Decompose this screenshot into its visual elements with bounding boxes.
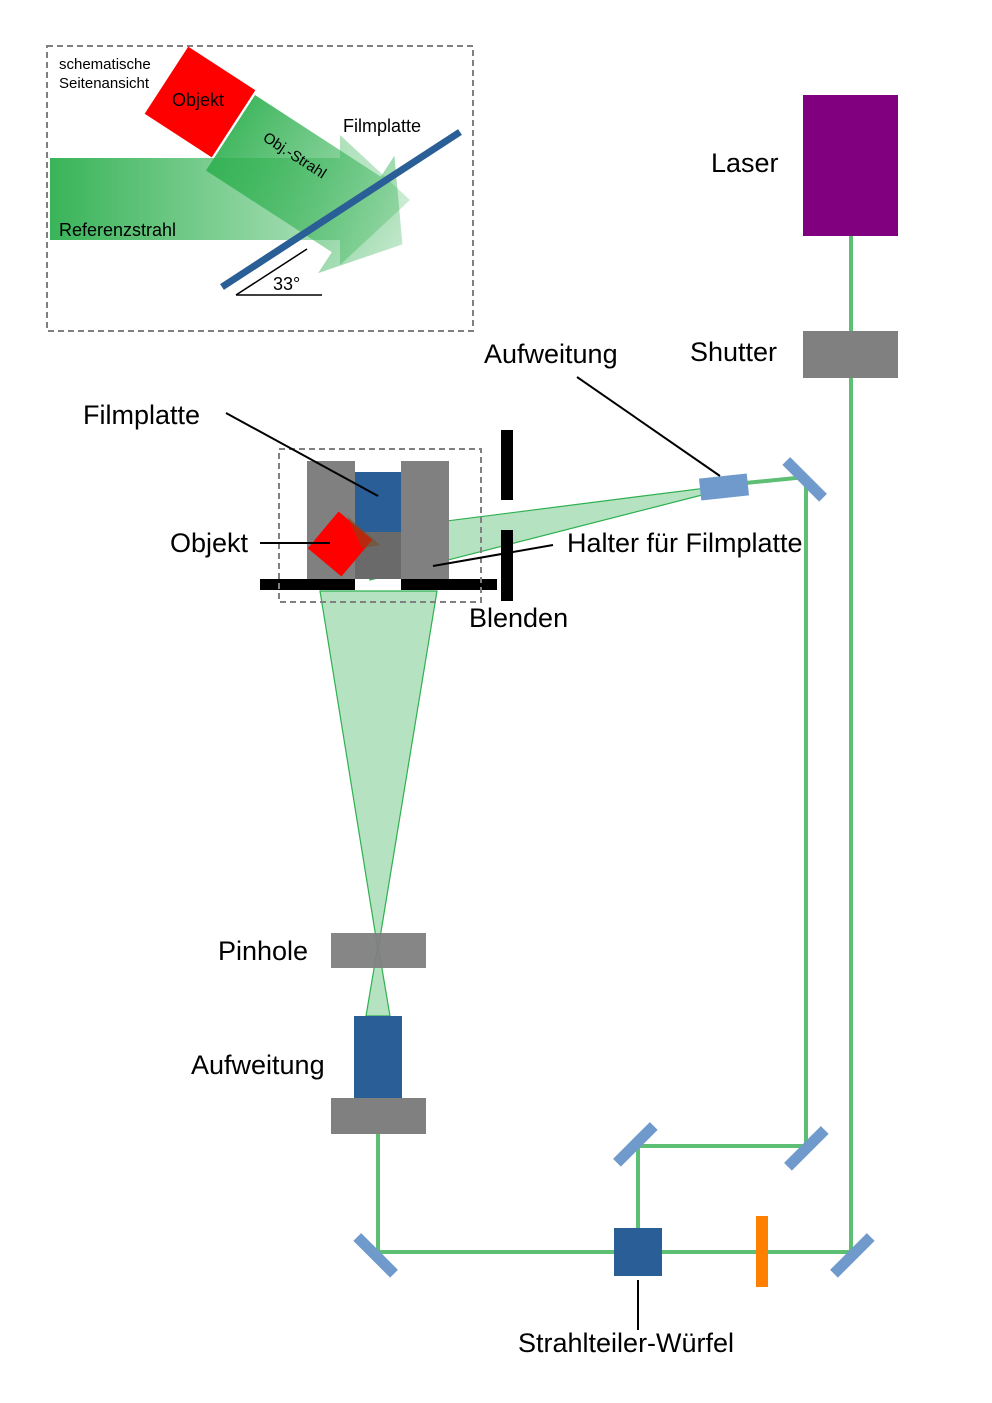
label-film-plate: Filmplatte — [83, 400, 200, 430]
film-plate — [355, 472, 401, 532]
beam-splitter-cube — [614, 1228, 662, 1276]
base-plate-right — [401, 579, 497, 590]
inset-film-label: Filmplatte — [343, 116, 421, 136]
pinhole-box — [331, 933, 426, 968]
inset-side-view: schematische Seitenansicht Objekt Obj.-S… — [46, 45, 474, 332]
holder-dashed-frame — [278, 448, 482, 603]
mirror-top-right — [782, 457, 827, 502]
laser-box — [803, 95, 898, 236]
object-beam-arrow — [205, 95, 403, 274]
inset-caption-1: schematische — [59, 56, 151, 73]
mirror-splitter-top — [613, 1122, 658, 1167]
label-beam-splitter: Strahlteiler-Würfel — [518, 1328, 734, 1358]
label-expansion-top: Aufweitung — [484, 339, 618, 369]
aperture-upper — [501, 430, 513, 500]
object-beam-cone — [319, 590, 438, 951]
base-plate-left — [260, 579, 355, 590]
expansion-lens-top — [698, 473, 750, 501]
inset-film-plate — [220, 129, 462, 290]
inset-object-label: Objekt — [172, 90, 224, 110]
mirror-bottom-right — [830, 1233, 875, 1278]
leader-expansion-top — [576, 376, 721, 477]
beam-paths — [376, 236, 853, 1254]
mirror-bottom-left — [353, 1233, 398, 1278]
object-illumination-overlap — [347, 516, 380, 548]
label-laser: Laser — [711, 148, 779, 178]
inset-object — [144, 46, 256, 158]
leader-film-plate — [225, 412, 379, 497]
label-pinhole: Pinhole — [218, 936, 308, 966]
leader-lines — [225, 376, 721, 567]
label-apertures: Blenden — [469, 603, 568, 633]
leader-holder — [432, 544, 554, 567]
expansion-mount — [331, 1098, 426, 1134]
aperture-lower — [501, 530, 513, 601]
inset-reference-label: Referenzstrahl — [59, 220, 176, 240]
inset-caption-2: Seitenansicht — [59, 75, 150, 92]
waveplate — [756, 1216, 768, 1287]
mirror-right-inner — [784, 1126, 829, 1171]
label-shutter: Shutter — [690, 337, 777, 367]
label-expansion-bottom: Aufweitung — [191, 1050, 325, 1080]
plate-holder-assembly — [260, 448, 497, 603]
label-object: Objekt — [170, 528, 249, 558]
inset-frame — [46, 45, 474, 332]
shutter-box — [803, 331, 898, 378]
angle-line — [235, 248, 308, 296]
inset-angle-label: 33° — [273, 274, 300, 294]
holder-right — [401, 461, 449, 579]
label-holder: Halter für Filmplatte — [567, 528, 803, 558]
expansion-objective — [354, 1016, 402, 1099]
